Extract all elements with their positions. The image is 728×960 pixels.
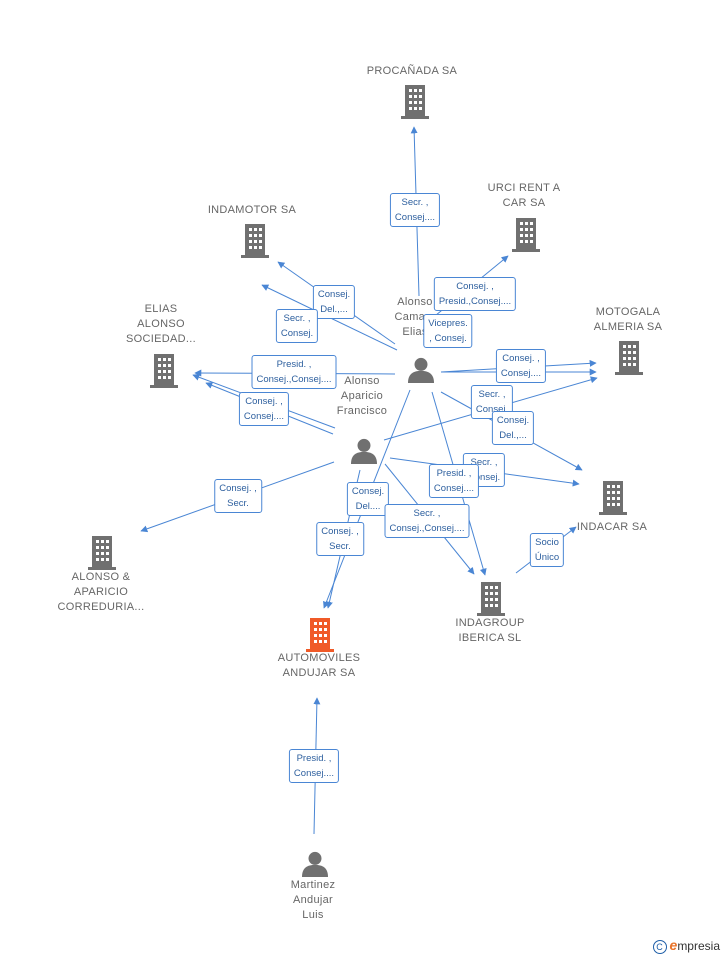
relation-label-4[interactable]: Vicepres. , Consej. xyxy=(423,314,473,348)
node-label-indacar[interactable]: INDACAR SA xyxy=(576,521,648,533)
building-icon-motogala[interactable] xyxy=(615,341,643,375)
relation-label-0[interactable]: Secr. , Consej.... xyxy=(389,193,441,227)
relation-label-12[interactable]: Consej. , Secr. xyxy=(214,479,262,513)
node-label-procanada[interactable]: PROCAÑADA SA xyxy=(366,65,458,77)
node-label-alonso_ap[interactable]: ALONSO & APARICIO CORREDURIA... xyxy=(57,571,145,613)
relation-label-17[interactable]: Presid. , Consej.... xyxy=(288,749,340,783)
building-icon-urcirent[interactable] xyxy=(512,218,540,252)
building-icon-procanada[interactable] xyxy=(401,85,429,119)
relation-label-11[interactable]: Presid. , Consej.... xyxy=(428,464,480,498)
relation-label-14[interactable]: Secr. , Consej.,Consej.... xyxy=(384,504,470,538)
building-icon-automoviles[interactable] xyxy=(306,618,334,652)
node-label-indagroup[interactable]: INDAGROUP IBERICA SL xyxy=(455,617,525,644)
relation-label-7[interactable]: Consej. , Consej.... xyxy=(238,392,290,426)
relation-label-3[interactable]: Secr. , Consej. xyxy=(275,309,319,343)
relation-label-15[interactable]: Consej. , Secr. xyxy=(316,522,364,556)
relation-label-6[interactable]: Consej. , Consej.... xyxy=(495,349,547,383)
node-label-aparicio[interactable]: Alonso Aparicio Francisco xyxy=(336,375,388,417)
relation-label-5[interactable]: Presid. , Consej.,Consej.... xyxy=(251,355,337,389)
building-icon-indacar[interactable] xyxy=(599,481,627,515)
node-label-motogala[interactable]: MOTOGALA ALMERIA SA xyxy=(593,306,663,333)
copyright-icon: C xyxy=(652,940,667,954)
person-icon-camara[interactable] xyxy=(408,357,434,383)
node-label-automoviles[interactable]: AUTOMOVILES ANDUJAR SA xyxy=(277,652,361,679)
relation-label-9[interactable]: Consej. Del.,... xyxy=(491,411,535,445)
node-label-indamotor[interactable]: INDAMOTOR SA xyxy=(207,204,297,216)
relation-label-16[interactable]: Socio Único xyxy=(529,533,565,567)
building-icon-elias[interactable] xyxy=(150,354,178,388)
node-label-urcirent[interactable]: URCI RENT A CAR SA xyxy=(487,182,561,209)
relation-label-2[interactable]: Consej. Del.,... xyxy=(312,285,356,319)
node-label-martinez[interactable]: Martinez Andujar Luis xyxy=(290,879,336,921)
person-icon-martinez[interactable] xyxy=(302,851,328,877)
relation-label-1[interactable]: Consej. , Presid.,Consej.... xyxy=(433,277,517,311)
building-icon-indamotor[interactable] xyxy=(241,224,269,258)
relation-label-13[interactable]: Consej. Del.... xyxy=(346,482,390,516)
person-icon-aparicio[interactable] xyxy=(351,438,377,464)
node-label-elias[interactable]: ELIAS ALONSO SOCIEDAD... xyxy=(126,303,196,345)
building-icon-indagroup[interactable] xyxy=(477,582,505,616)
building-icon-alonso_ap[interactable] xyxy=(88,536,116,570)
